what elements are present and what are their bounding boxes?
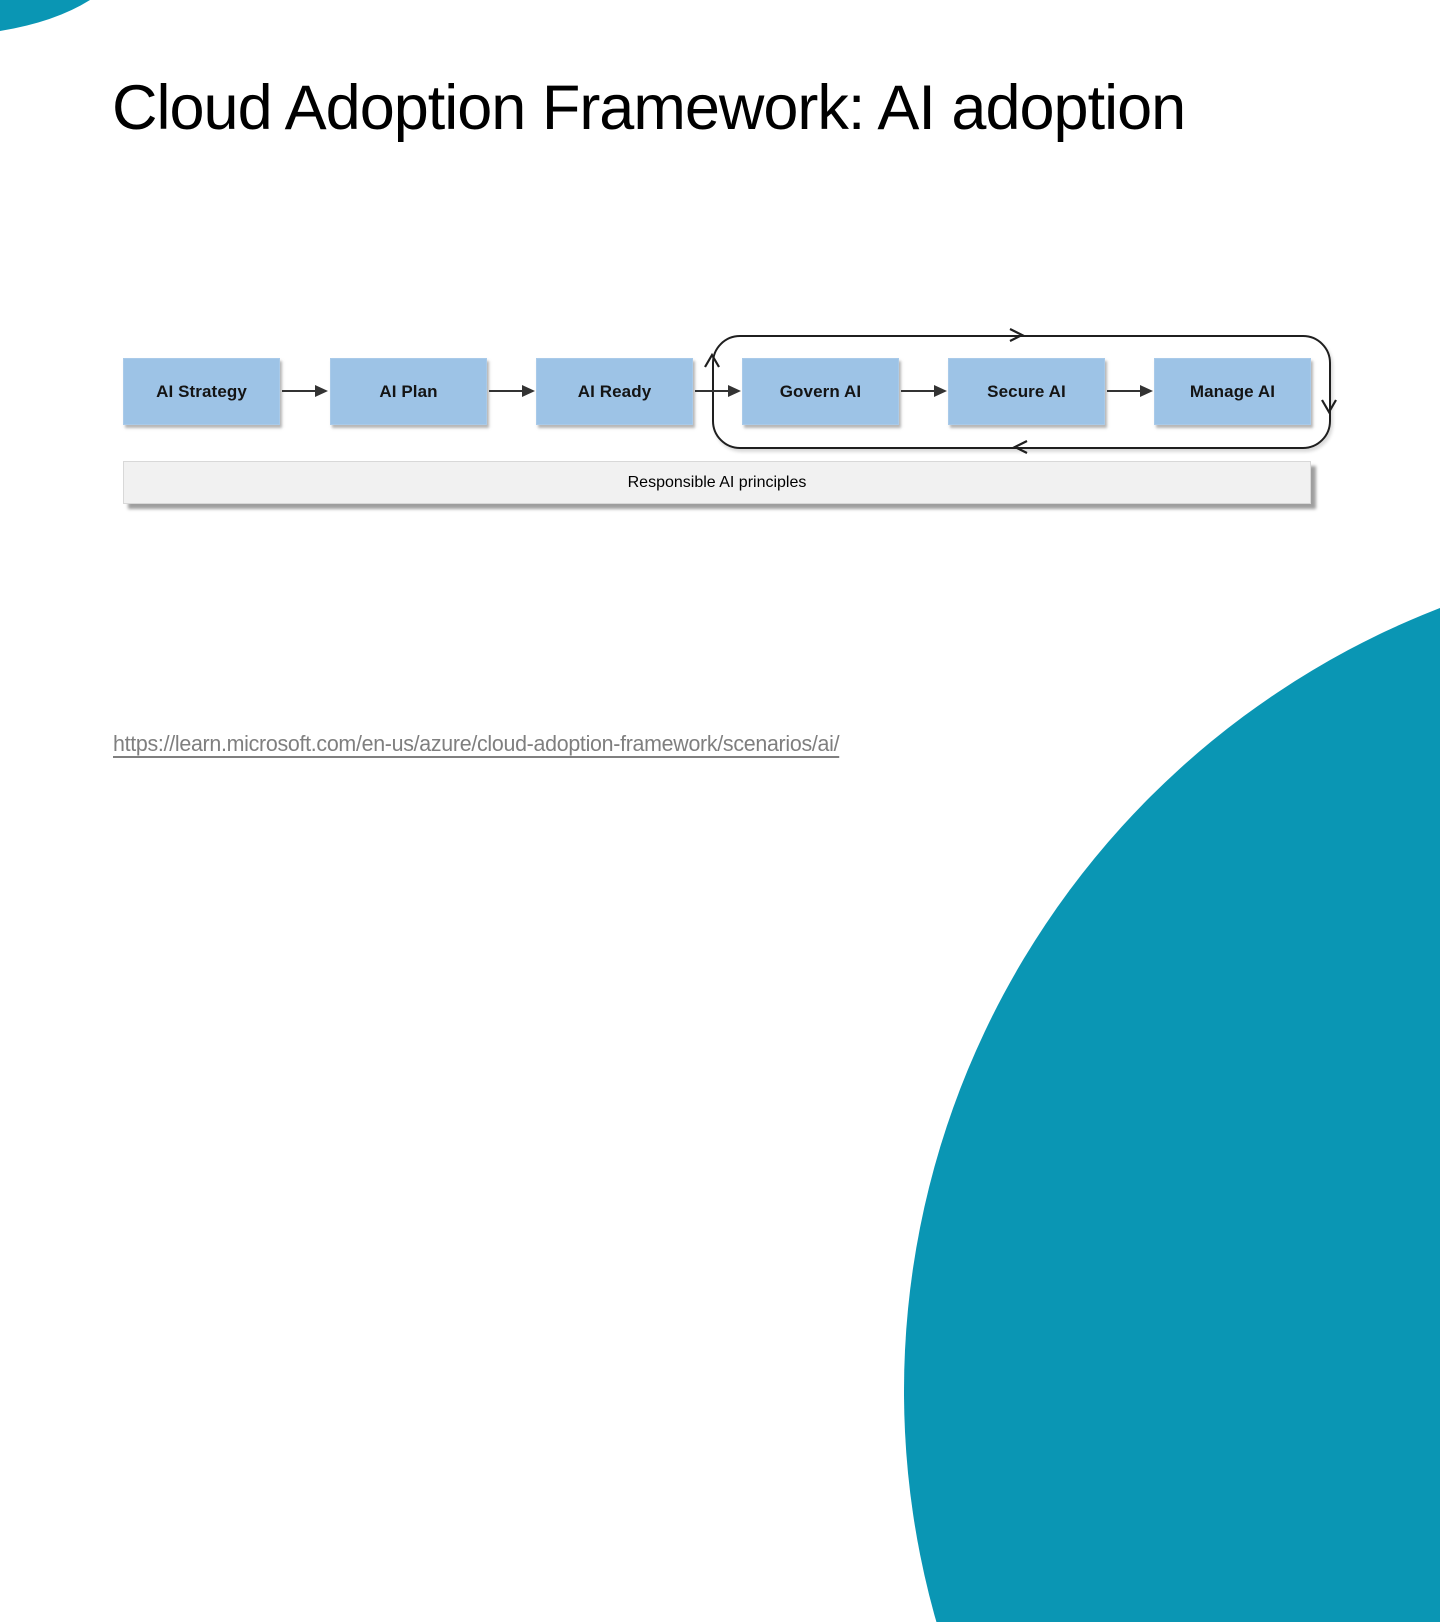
stage-label: AI Plan xyxy=(379,381,438,401)
responsible-ai-banner-label: Responsible AI principles xyxy=(627,473,807,491)
stage-box-secure-ai: Secure AI xyxy=(948,358,1105,425)
flow-arrow-right-icon xyxy=(695,384,741,398)
page-title: Cloud Adoption Framework: AI adoption xyxy=(112,73,1186,143)
stage-box-govern-ai: Govern AI xyxy=(742,358,899,425)
stage-label: Manage AI xyxy=(1189,381,1276,401)
ai-adoption-flow-diagram: AI Strategy AI Plan AI Ready Govern AI S… xyxy=(123,328,1337,504)
loop-chevron-left-icon xyxy=(1012,440,1028,454)
stage-label: Govern AI xyxy=(779,381,862,401)
corner-accent-top-left-shape xyxy=(0,0,90,31)
stage-box-ai-plan: AI Plan xyxy=(330,358,487,425)
flow-arrow-right-icon xyxy=(1107,384,1153,398)
stage-label: AI Strategy xyxy=(156,381,247,401)
stage-box-ai-ready: AI Ready xyxy=(536,358,693,425)
loop-chevron-up-icon xyxy=(704,352,720,368)
loop-chevron-right-icon xyxy=(1009,328,1025,342)
stage-box-manage-ai: Manage AI xyxy=(1154,358,1311,425)
flow-arrow-right-icon xyxy=(489,384,535,398)
responsible-ai-banner: Responsible AI principles xyxy=(123,461,1311,504)
stage-label: Secure AI xyxy=(987,381,1066,401)
flow-arrow-right-icon xyxy=(282,384,328,398)
stage-box-ai-strategy: AI Strategy xyxy=(123,358,280,425)
flow-arrow-right-icon xyxy=(901,384,947,398)
stage-label: AI Ready xyxy=(577,381,652,401)
source-url-link[interactable]: https://learn.microsoft.com/en-us/azure/… xyxy=(113,731,840,756)
loop-chevron-down-icon xyxy=(1321,399,1337,414)
